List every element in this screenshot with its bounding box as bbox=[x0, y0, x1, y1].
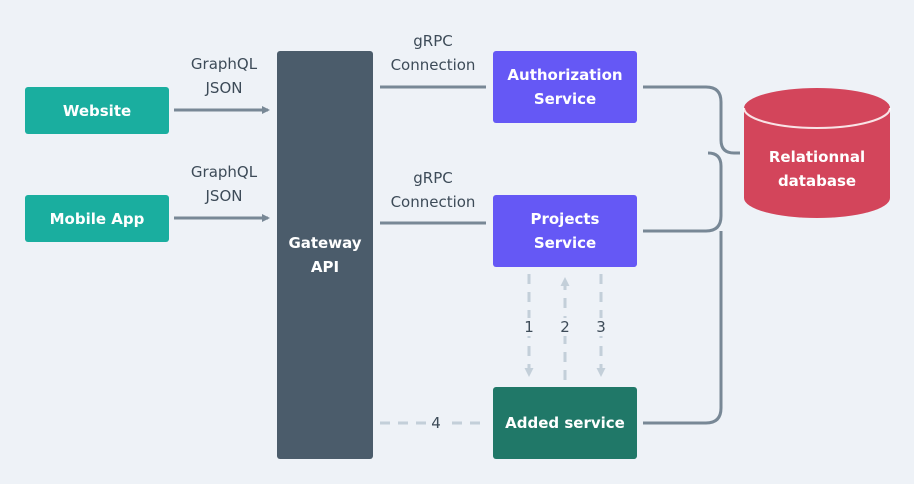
step-4-label: 4 bbox=[426, 414, 446, 432]
mobile-app-label: Mobile App bbox=[49, 209, 145, 228]
gateway-api-label: Gateway API bbox=[288, 234, 362, 276]
authorization-service-node: Authorization Service bbox=[493, 51, 637, 123]
step-1-label: 1 bbox=[519, 318, 539, 336]
mobile-app-node: Mobile App bbox=[25, 195, 169, 242]
authorization-service-label: Authorization Service bbox=[507, 66, 623, 108]
gateway-api-node: Gateway API bbox=[277, 51, 373, 459]
added-to-db-connector bbox=[643, 231, 723, 425]
mobile-protocol-label: GraphQL JSON bbox=[190, 163, 258, 205]
database-cylinder bbox=[743, 88, 891, 218]
step-2-label: 2 bbox=[555, 318, 575, 336]
projects-to-db-connector bbox=[643, 151, 723, 233]
projects-service-label: Projects Service bbox=[530, 210, 600, 252]
auth-to-db-connector bbox=[643, 85, 740, 155]
projects-service-node: Projects Service bbox=[493, 195, 637, 267]
added-service-label: Added service bbox=[505, 414, 625, 432]
website-node: Website bbox=[25, 87, 169, 134]
added-service-node: Added service bbox=[493, 387, 637, 459]
projects-protocol-label: gRPC Connection bbox=[390, 169, 476, 211]
database-label: Relationnal database bbox=[768, 148, 866, 190]
website-protocol-label: GraphQL JSON bbox=[190, 55, 258, 97]
website-label: Website bbox=[62, 101, 132, 120]
step-3-label: 3 bbox=[591, 318, 611, 336]
auth-protocol-label: gRPC Connection bbox=[390, 32, 476, 74]
